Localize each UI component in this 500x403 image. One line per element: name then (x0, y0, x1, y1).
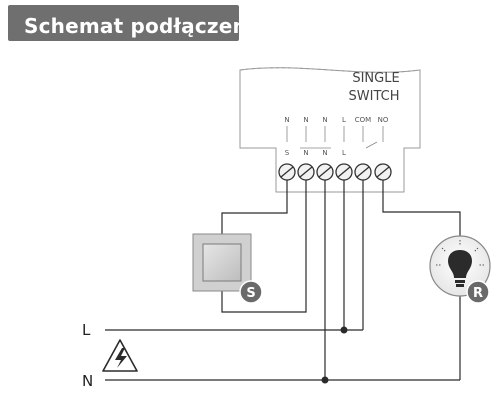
relay-badge: R (466, 280, 490, 304)
device-label-line1: SINGLE (352, 71, 399, 86)
wire-switch-to-n-terminal (221, 180, 307, 313)
terminal-com (354, 163, 372, 181)
switch-badge: S (239, 280, 263, 304)
pin-stubs (286, 126, 384, 149)
terminal-screws (278, 163, 392, 181)
switch-badge-label: S (246, 286, 255, 301)
pin-sub-l: L (342, 149, 346, 157)
junction-live (340, 326, 348, 334)
relay-badge-label: R (473, 286, 483, 301)
high-voltage-warning-icon (102, 339, 138, 372)
pin-sub-n1: N (303, 149, 308, 157)
pin-label-n1: N (284, 116, 289, 124)
terminal-n1 (297, 163, 315, 181)
junction-neutral (321, 376, 329, 384)
wire-s-to-switch (221, 180, 288, 236)
pin-label-n2: N (303, 116, 308, 124)
junction-dots (321, 326, 348, 384)
terminal-n2 (316, 163, 334, 181)
page-title: Schemat podłączenia (24, 14, 268, 38)
pin-sub-n2: N (322, 149, 327, 157)
wall-switch-icon (192, 233, 252, 292)
wires (105, 180, 461, 381)
pin-label-com: COM (355, 116, 371, 124)
terminal-l (335, 163, 353, 181)
device-top-edge (239, 67, 421, 73)
label-neutral: N (82, 372, 93, 390)
pin-sub-s: S (285, 149, 290, 157)
device-label-line2: SWITCH (349, 89, 400, 104)
title-banner: Schemat podłączenia (8, 5, 267, 41)
wire-no-to-load (382, 180, 461, 236)
terminal-no (374, 163, 392, 181)
label-live: L (82, 321, 91, 339)
pin-label-n3: N (322, 116, 327, 124)
pin-label-no: NO (378, 116, 389, 124)
terminal-s (278, 163, 296, 181)
pin-label-l: L (342, 116, 346, 124)
